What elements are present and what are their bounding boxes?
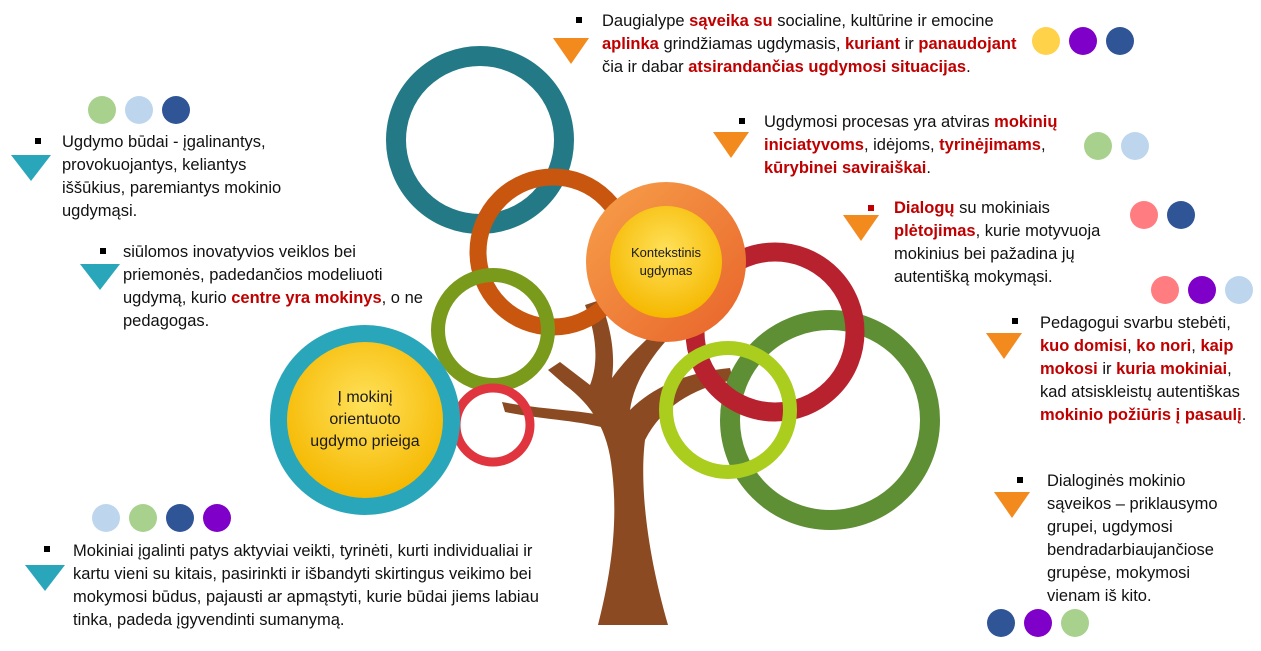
color-dot-icon [162,96,190,124]
text-block-methods: Ugdymo būdai - įgalinantys, provokuojant… [62,131,294,223]
body-text: Ugdymo būdai - įgalinantys, provokuojant… [62,133,282,220]
highlight-text: centre yra mokinys [231,289,382,307]
arrow-down-triangle-icon [843,215,879,241]
bullet-square-icon [739,118,745,124]
bullet-square-icon [44,546,50,552]
color-dot-icon [1032,27,1060,55]
dots-dialog [1130,201,1195,229]
text-block-dialog: Dialogų su mokiniais plėtojimas, kurie m… [894,197,1104,289]
highlight-text: mokinių iniciatyvoms [764,113,1058,154]
dots-group [987,609,1089,637]
arrow-down-triangle-icon [11,155,51,181]
color-dot-icon [203,504,231,532]
highlight-text: plėtojimas [894,222,976,240]
body-text: . [1241,406,1247,424]
main-approach-label: Į mokinį orientuoto ugdymo prieiga [310,389,420,450]
dots-top [1032,27,1134,55]
body-text: Mokiniai įgalinti patys aktyviai veikti,… [73,542,539,629]
body-text: Daugialype [602,12,690,30]
bullet-square-icon [868,205,874,211]
text-block-top: Daugialype sąveika su socialine, kultūri… [602,10,1022,79]
tree-trunk-icon [548,300,733,625]
body-text: , kurie motyvuoja mokinius bei pažadina … [894,222,1101,286]
color-dot-icon [92,504,120,532]
arrow-down-triangle-icon [713,132,749,158]
body-text: Ugdymosi procesas yra atviras [764,113,995,131]
color-dot-icon [1106,27,1134,55]
highlight-text: kūrybinei saviraiškai [764,159,927,177]
color-dot-icon [1151,276,1179,304]
context-learning-label: Kontekstinis ugdymas [630,245,702,278]
body-text: , [1040,136,1046,154]
color-dot-icon [1061,609,1089,637]
body-text: grindžiamas ugdymasis, [658,35,846,53]
body-text: , [1127,337,1137,355]
text-block-students: Mokiniai įgalinti patys aktyviai veikti,… [73,540,553,632]
dots-process [1084,132,1149,160]
highlight-text: mokinio požiūris į pasaulį [1040,406,1242,424]
bullet-square-icon [1012,318,1018,324]
highlight-text: Dialogų [894,199,955,217]
highlight-text: atsirandančias ugdymosi situacijas [688,58,967,76]
text-block-process: Ugdymosi procesas yra atviras mokinių in… [764,111,1082,180]
color-dot-icon [987,609,1015,637]
body-text: socialine, kultūrine ir emocine [772,12,994,30]
bullet-square-icon [1017,477,1023,483]
body-text: . [966,58,971,76]
arrow-down-triangle-icon [553,38,589,64]
body-text: čia ir dabar [602,58,689,76]
color-dot-icon [125,96,153,124]
color-dot-icon [1069,27,1097,55]
body-text: ir [1097,360,1117,378]
arrow-down-triangle-icon [986,333,1022,359]
bullet-square-icon [100,248,106,254]
color-dot-icon [1167,201,1195,229]
body-text: , idėjoms, [863,136,940,154]
highlight-text: panaudojant [918,35,1017,53]
color-dot-icon [1084,132,1112,160]
color-dot-icon [166,504,194,532]
arrow-down-triangle-icon [994,492,1030,518]
color-dot-icon [88,96,116,124]
color-dot-icon [1024,609,1052,637]
arrow-down-triangle-icon [80,264,120,290]
color-dot-icon [1130,201,1158,229]
color-dot-icon [1188,276,1216,304]
body-text: Pedagogui svarbu stebėti, [1040,314,1231,332]
bullet-square-icon [35,138,41,144]
text-block-group: Dialoginės mokinio sąveikos – priklausym… [1047,470,1235,608]
highlight-text: kaip mokosi [1040,337,1234,378]
body-text: . [926,159,931,177]
text-block-observe: Pedagogui svarbu stebėti, kuo domisi, ko… [1040,312,1260,427]
dots-observe [1151,276,1253,304]
dots-methods [88,96,190,124]
highlight-text: sąveika su [689,12,773,30]
body-text: Dialoginės mokinio sąveikos – priklausym… [1047,472,1218,605]
body-text: , [1191,337,1201,355]
color-dot-icon [1121,132,1149,160]
highlight-text: aplinka [602,35,659,53]
body-text: , kad atsiskleistų autentiškas [1040,360,1240,401]
color-dot-icon [129,504,157,532]
highlight-text: kuriant [845,35,901,53]
text-block-innov: siūlomos inovatyvios veiklos bei priemon… [123,241,423,333]
color-dot-icon [1225,276,1253,304]
body-text: ir [900,35,919,53]
highlight-text: kuo domisi [1040,337,1128,355]
arrow-down-triangle-icon [25,565,65,591]
body-text: su mokiniais [954,199,1050,217]
body-text: siūlomos inovatyvios veiklos bei priemon… [123,243,383,307]
highlight-text: tyrinėjimams [939,136,1041,154]
dots-students [92,504,231,532]
highlight-text: ko nori [1136,337,1192,355]
highlight-text: kuria mokiniai [1116,360,1228,378]
bullet-square-icon [576,17,582,23]
body-text: , o ne pedagogas. [123,289,423,330]
